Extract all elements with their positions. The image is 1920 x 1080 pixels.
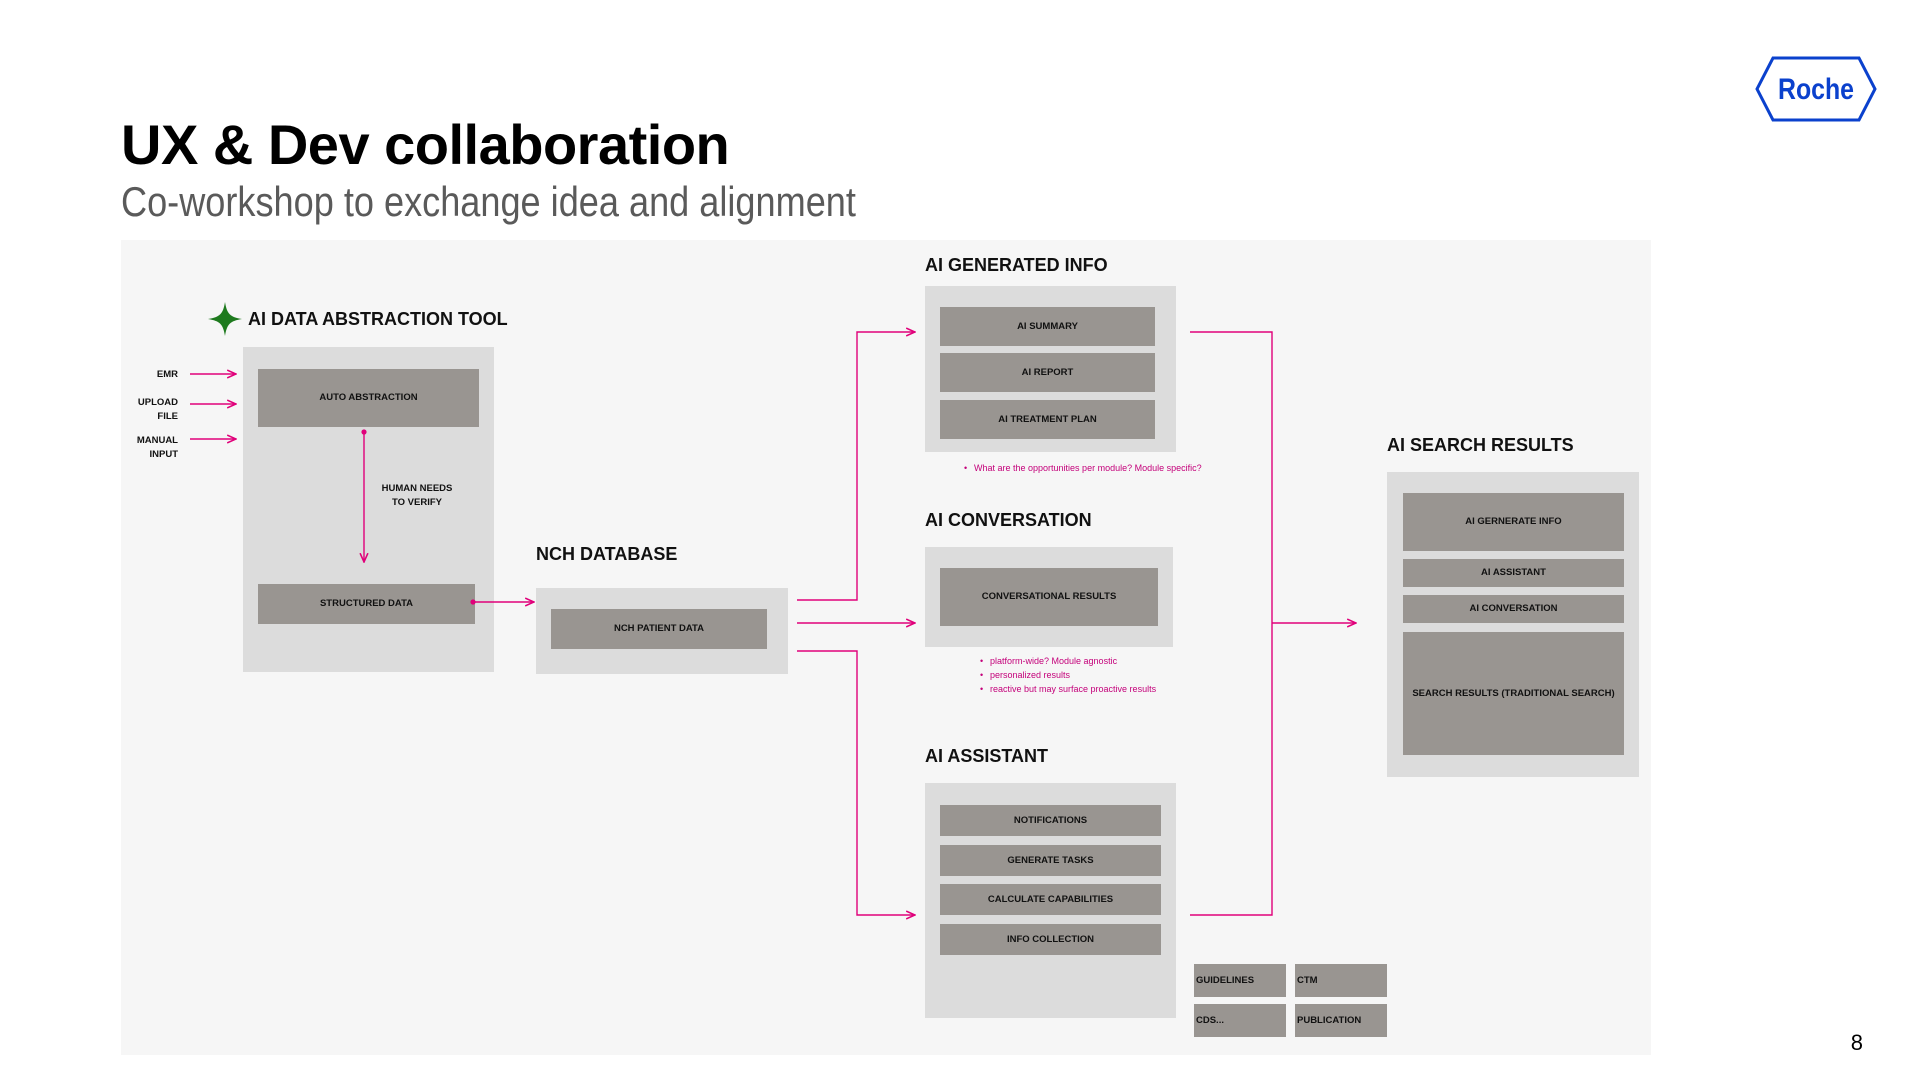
generated-info-heading: AI GENERATED INFO <box>925 255 1108 275</box>
conversation-note-item: •platform-wide? Module agnostic <box>980 656 1118 666</box>
ai-summary-block: AI SUMMARY <box>940 307 1155 346</box>
search-traditional-results-block: SEARCH RESULTS (TRADITIONAL SEARCH) <box>1403 632 1624 755</box>
auto-abstraction-block: AUTO ABSTRACTION <box>258 369 479 427</box>
notifications-block: NOTIFICATIONS <box>940 805 1161 836</box>
info-collection-block: INFO COLLECTION <box>940 924 1161 955</box>
source-cds: CDS... <box>1194 1004 1286 1037</box>
slide-title: UX & Dev collaboration <box>121 113 730 176</box>
ai-report-block: AI REPORT <box>940 353 1155 392</box>
page-number: 8 <box>1850 1030 1863 1055</box>
structured-data-block: STRUCTURED DATA <box>258 584 475 624</box>
abstraction-tool-heading: AI DATA ABSTRACTION TOOL <box>248 309 508 329</box>
conversation-notes: •platform-wide? Module agnostic •persona… <box>980 654 1156 696</box>
roche-logo: Roche <box>1755 56 1877 122</box>
input-label-upload-file: UPLOAD FILE <box>137 397 178 422</box>
search-ai-assistant-block: AI ASSISTANT <box>1403 559 1624 587</box>
input-label-manual-input: MANUAL INPUT <box>136 435 178 460</box>
generate-tasks-block: GENERATE TASKS <box>940 845 1161 876</box>
search-ai-generate-info-block: AI GERNERATE INFO <box>1403 493 1624 551</box>
search-results-heading: AI SEARCH RESULTS <box>1387 435 1574 455</box>
nch-patient-data-block: NCH PATIENT DATA <box>551 609 767 649</box>
input-label-emr: EMR <box>156 369 178 380</box>
generated-info-note: •What are the opportunities per module? … <box>964 463 1202 473</box>
source-guidelines: GUIDELINES <box>1194 964 1286 997</box>
conversational-results-block: CONVERSATIONAL RESULTS <box>940 568 1158 626</box>
nch-database-heading: NCH DATABASE <box>536 544 678 564</box>
conversation-note-item: •reactive but may surface proactive resu… <box>980 684 1157 694</box>
slide-subtitle: Co-workshop to exchange idea and alignme… <box>121 178 856 225</box>
sparkle-icon <box>208 302 242 336</box>
roche-logo-text: Roche <box>1778 73 1854 106</box>
ai-treatment-plan-block: AI TREATMENT PLAN <box>940 400 1155 439</box>
calculate-capabilities-block: CALCULATE CAPABILITIES <box>940 884 1161 915</box>
assistant-heading: AI ASSISTANT <box>925 746 1049 766</box>
human-verify-note: HUMAN NEEDS TO VERIFY <box>381 483 453 508</box>
source-publication: PUBLICATION <box>1295 1004 1387 1037</box>
source-ctm: CTM <box>1295 964 1387 997</box>
conversation-heading: AI CONVERSATION <box>925 510 1092 530</box>
search-ai-conversation-block: AI CONVERSATION <box>1403 595 1624 623</box>
conversation-note-item: •personalized results <box>980 670 1071 680</box>
